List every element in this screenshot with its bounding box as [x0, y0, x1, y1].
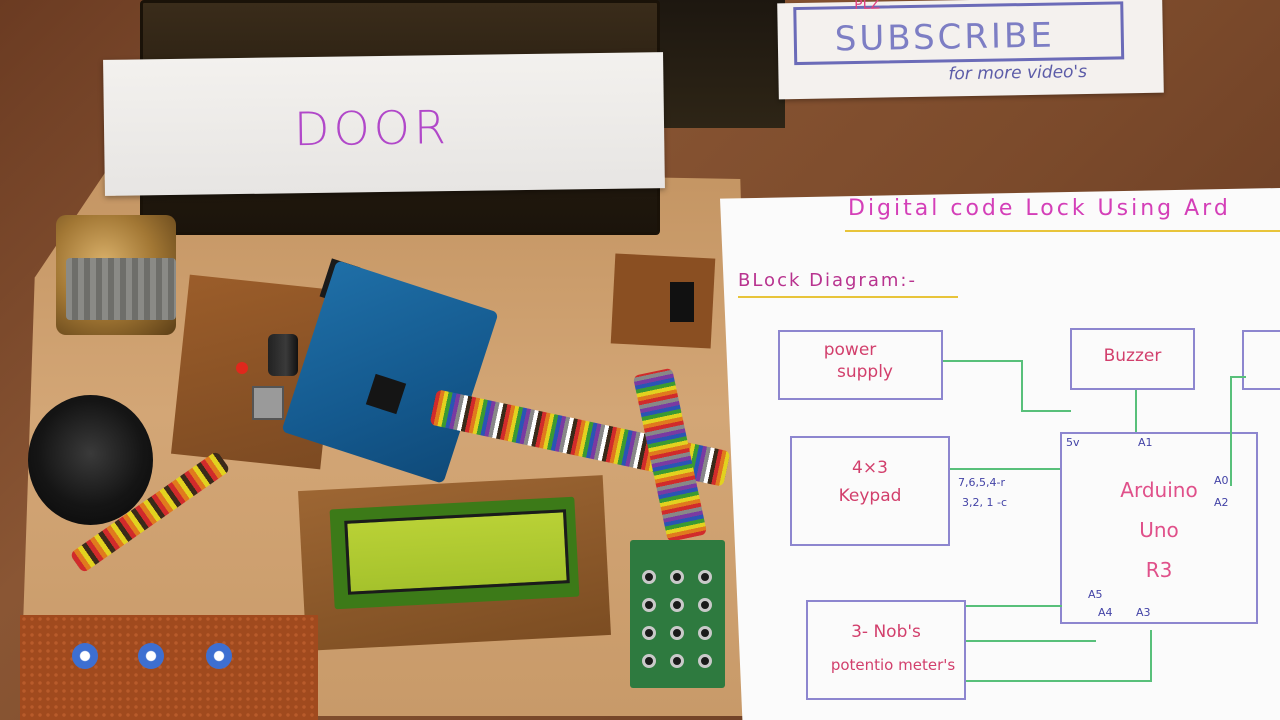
power-label-2: supply — [837, 362, 893, 382]
keypad-key — [642, 654, 656, 668]
keypad-key — [698, 598, 712, 612]
buzzer — [28, 395, 153, 525]
potentiometer — [72, 643, 98, 669]
output-block — [1242, 330, 1280, 390]
diagram-paper — [720, 188, 1280, 720]
keypad-row-pins: 7,6,5,4-r — [958, 476, 1005, 489]
subscribe-box: PLZ SUBSCRIBE — [793, 0, 1125, 66]
subscribe-text: SUBSCRIBE — [834, 15, 1056, 60]
keypad-key — [698, 626, 712, 640]
diagram-heading: BLock Diagram:- — [738, 270, 917, 291]
subscribe-card: PLZ SUBSCRIBE for more video's — [777, 0, 1164, 100]
potentiometer-block: 3- Nob's potentio meter's — [806, 600, 966, 700]
arrow-power-h — [943, 360, 1023, 362]
heading-underline — [738, 296, 958, 298]
arduino-label-2: Uno — [1139, 518, 1179, 542]
pots-label-2: potentio meter's — [830, 656, 956, 674]
title-underline — [845, 230, 1280, 232]
red-led — [236, 362, 248, 374]
buzzer-label: Buzzer — [1103, 346, 1162, 366]
pin-5v: 5v — [1066, 436, 1080, 449]
ic-pcb — [610, 253, 716, 349]
arrow-power-v — [1021, 360, 1023, 412]
keypad-key — [670, 598, 684, 612]
potentiometer — [206, 643, 232, 669]
arduino-label-1: Arduino — [1120, 478, 1198, 502]
arrow-a0-v — [1230, 376, 1232, 486]
keypad-col-pins: 3,2, 1 -c — [962, 496, 1007, 509]
keypad-key — [670, 570, 684, 584]
keypad-block: 4×3 Keypad — [790, 436, 950, 546]
pin-a3: A3 — [1136, 606, 1151, 619]
arduino-label-3: R3 — [1145, 558, 1173, 582]
capacitor — [268, 334, 298, 376]
arrow-pot-a4 — [966, 640, 1096, 642]
door-sign: DOOR — [103, 52, 665, 196]
potentiometer-board — [20, 615, 318, 720]
subscribe-plz: PLZ — [854, 0, 881, 14]
keypad-key — [698, 654, 712, 668]
ic-chip — [670, 282, 694, 322]
arrow-power-to-5v — [1021, 410, 1071, 412]
keypad-4x3 — [630, 540, 725, 688]
keypad-label-1: 4×3 — [852, 458, 888, 478]
pin-a1: A1 — [1138, 436, 1153, 449]
buzzer-block: Buzzer — [1070, 328, 1195, 390]
voltage-regulator — [252, 386, 284, 420]
pin-a4: A4 — [1098, 606, 1113, 619]
arrow-pot-a3 — [966, 680, 1151, 682]
keypad-key — [670, 654, 684, 668]
keypad-key — [698, 570, 712, 584]
keypad-key — [642, 570, 656, 584]
arrow-a3-v — [1150, 630, 1152, 682]
lcd-screen — [344, 509, 570, 595]
arrow-keypad — [950, 468, 1060, 470]
subscribe-subtext: for more video's — [948, 61, 1088, 85]
arduino-block: Arduino Uno R3 — [1060, 432, 1258, 624]
keypad-key — [642, 598, 656, 612]
door-label: DOOR — [293, 100, 451, 157]
power-label-1: power — [823, 340, 877, 360]
keypad-key — [642, 626, 656, 640]
potentiometer — [138, 643, 164, 669]
keypad-label-2: Keypad — [838, 486, 902, 506]
pots-label-1: 3- Nob's — [851, 622, 921, 642]
arrow-a0-h — [1230, 376, 1246, 378]
transformer-core — [66, 258, 176, 320]
diagram-title: Digital code Lock Using Ard — [848, 196, 1231, 221]
keypad-key — [670, 626, 684, 640]
arrow-a1-to-buzzer — [1135, 390, 1137, 432]
power-supply-block: power supply — [778, 330, 943, 400]
arrow-pot-a5 — [966, 605, 1062, 607]
pin-a0: A0 — [1214, 474, 1229, 487]
black-case — [655, 0, 785, 128]
pin-a2: A2 — [1214, 496, 1229, 509]
pin-a5: A5 — [1088, 588, 1103, 601]
